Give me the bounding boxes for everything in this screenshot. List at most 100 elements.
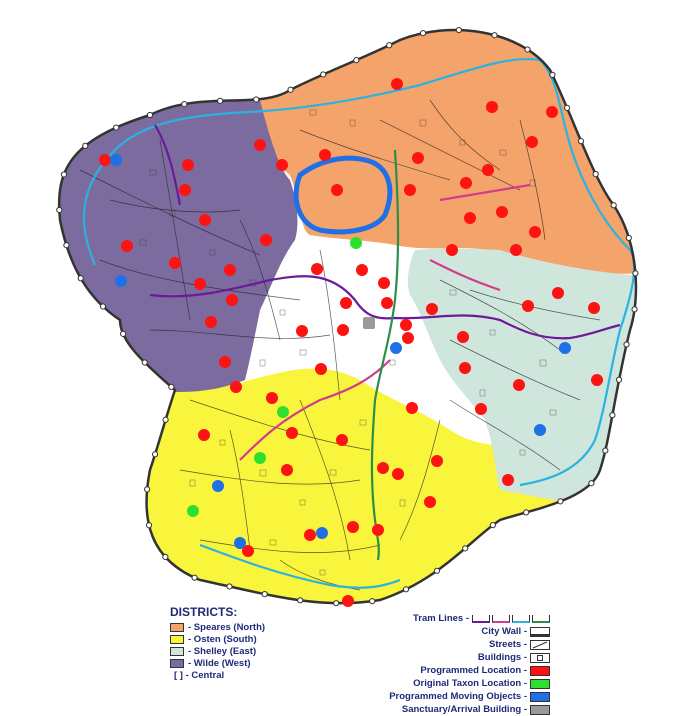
- streets: [79, 99, 601, 591]
- programmed-location-marker: [431, 455, 443, 467]
- moving-object-marker: [390, 342, 402, 354]
- wall-tower: [60, 171, 68, 178]
- wall-tower: [145, 522, 153, 529]
- programmed-location-marker: [482, 164, 494, 176]
- programmed-location-marker: [194, 278, 206, 290]
- wall-tower: [433, 567, 441, 574]
- wall-tower: [226, 583, 233, 590]
- key-row-tram: Tram Lines -: [300, 612, 550, 625]
- programmed-location-marker: [179, 184, 191, 196]
- wall-tower: [609, 412, 616, 419]
- programmed-location-marker: [199, 214, 211, 226]
- wall-tower: [333, 600, 340, 607]
- legend-row-central: [ ] - Central: [170, 669, 360, 681]
- programmed-location-marker: [219, 356, 231, 368]
- wall-tower: [217, 97, 224, 104]
- wall-tower: [455, 26, 462, 34]
- key-row-buildings: Buildings -: [300, 651, 550, 664]
- legend-row-north: - Speares (North): [170, 621, 360, 633]
- wall-tower: [631, 306, 638, 313]
- programmed-location-marker: [260, 234, 272, 246]
- moving-object-marker: [115, 275, 127, 287]
- wall-tower: [191, 574, 198, 581]
- programmed-location-marker: [226, 294, 238, 306]
- programmed-location-marker: [391, 78, 403, 90]
- wall-tower: [113, 124, 120, 131]
- programmed-location-marker: [224, 264, 236, 276]
- wall-tower: [353, 57, 360, 64]
- programmed-location-marker: [315, 363, 327, 375]
- taxon-locations: [187, 237, 362, 517]
- programmed-location-marker: [99, 154, 111, 166]
- wall-tower: [369, 598, 376, 605]
- key-row-moving: Programmed Moving Objects -: [300, 690, 550, 703]
- moving-object-marker: [316, 527, 328, 539]
- programmed-location-marker: [475, 403, 487, 415]
- programmed-location-marker: [347, 521, 359, 533]
- tram-line-purple: [149, 275, 621, 340]
- wall-tower: [491, 32, 498, 39]
- programmed-location-marker: [254, 139, 266, 151]
- programmed-location-marker: [412, 152, 424, 164]
- wall-tower: [261, 591, 268, 598]
- wall-tower: [168, 383, 175, 390]
- programmed-location-marker: [121, 240, 133, 252]
- key-row-wall: City Wall -: [300, 625, 550, 638]
- wall-tower: [151, 451, 159, 458]
- programmed-location-marker: [304, 529, 316, 541]
- programmed-location-marker: [591, 374, 603, 386]
- swatch-north: [170, 622, 184, 632]
- moving-object-marker: [559, 342, 571, 354]
- programmed-location-marker: [337, 324, 349, 336]
- taxon-location-marker: [187, 505, 199, 517]
- wall-tower: [56, 206, 63, 214]
- programmed-location-marker: [526, 136, 538, 148]
- wall-tower: [287, 86, 294, 93]
- central-ring: [293, 155, 393, 235]
- wall-tower: [523, 509, 530, 516]
- key-label-programmed: Programmed Location -: [420, 665, 527, 676]
- key-label-moving: Programmed Moving Objects -: [389, 691, 527, 702]
- tram-lines: [82, 57, 636, 589]
- tram-line-green: [370, 149, 400, 561]
- wall-tower: [625, 234, 632, 242]
- tram-symbol-purple: [472, 614, 490, 623]
- tram-symbol-pink: [492, 614, 510, 623]
- programmed-location-marker: [459, 362, 471, 374]
- sanctuary-marker: [363, 317, 375, 329]
- wall-tower: [549, 71, 556, 79]
- moving-objects: [110, 154, 571, 549]
- programmed-location-marker: [242, 545, 254, 557]
- programmed-locations: [99, 78, 603, 607]
- wall-tower: [320, 71, 327, 78]
- programmed-location-marker: [402, 332, 414, 344]
- wall-tower: [632, 270, 639, 277]
- programmed-location-marker: [336, 434, 348, 446]
- tram-line-purple-2: [154, 124, 182, 206]
- key-row-programmed: Programmed Location -: [300, 664, 550, 677]
- key-label-tram: Tram Lines -: [413, 613, 469, 624]
- wall-tower: [119, 330, 127, 337]
- moving-object-marker: [212, 480, 224, 492]
- programmed-location-marker: [296, 325, 308, 337]
- districts-title: DISTRICTS:: [170, 605, 238, 619]
- wall-tower: [577, 138, 585, 145]
- wall-tower: [63, 242, 70, 249]
- programmed-location-marker: [529, 226, 541, 238]
- tram-symbol-green: [532, 614, 550, 623]
- programmed-location-marker: [286, 427, 298, 439]
- taxon-location-marker: [350, 237, 362, 249]
- programmed-location-marker: [406, 402, 418, 414]
- tram-symbols: [472, 614, 550, 623]
- programmed-location-marker: [205, 316, 217, 328]
- key-label-taxon: Original Taxon Location -: [413, 678, 527, 689]
- wall-tower: [82, 142, 89, 149]
- wall-tower: [563, 104, 571, 111]
- wall-tower: [162, 553, 169, 561]
- wall-tower: [489, 522, 496, 529]
- wall-symbol: [530, 626, 550, 637]
- symbols-legend: Tram Lines - City Wall - Streets - Build…: [300, 612, 550, 716]
- swatch-south: [170, 634, 184, 644]
- wall-tower: [144, 486, 151, 493]
- programmed-location-marker: [381, 297, 393, 309]
